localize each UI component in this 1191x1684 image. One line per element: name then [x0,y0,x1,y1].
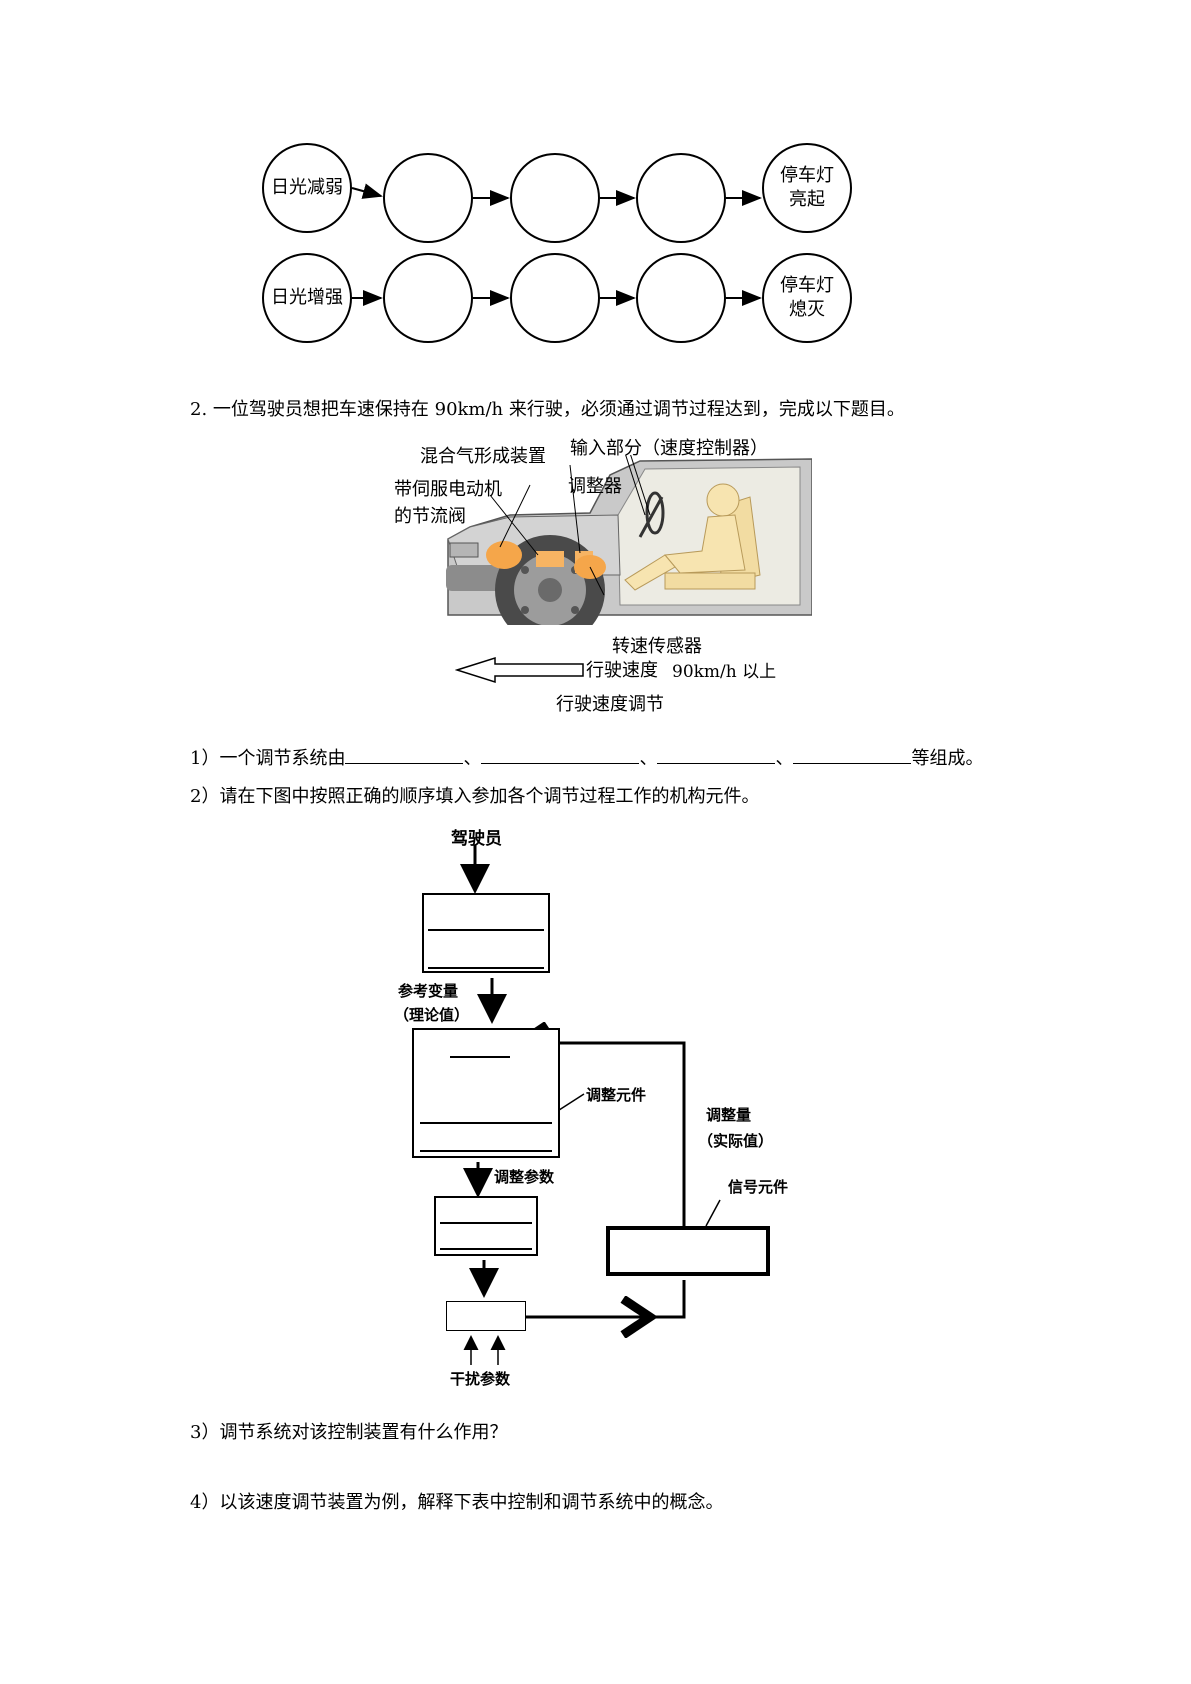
chain2-node-blank-2[interactable] [510,253,600,343]
label-adjust-qty-2: （实际值） [698,1132,774,1150]
label-disturb: 干扰参数 [450,1370,511,1388]
label-speed-value: 90km/h 以上 [672,662,777,682]
diagram-box-1 [422,893,550,973]
mixer-component [536,551,564,567]
answer-blank-3[interactable] [657,747,776,764]
chain1-node-start: 日光减弱 [262,143,352,233]
label-adjust-element: 调整元件 [586,1086,647,1104]
car-illustration [446,455,812,625]
diagram-box-3 [434,1196,538,1256]
driver-head [706,483,740,517]
chain1-node-blank-3[interactable] [636,153,726,243]
chain1-node-end: 停车灯 亮起 [762,143,852,233]
label-signal-element: 信号元件 [728,1178,789,1196]
chain2-node-start: 日光增强 [262,253,352,343]
box2-blank-top[interactable] [450,1056,510,1058]
label-sensor: 转速传感器 [612,636,702,657]
chain1-node-blank-2[interactable] [510,153,600,243]
chain1-arrow-1 [351,183,383,199]
chain-arrows [351,183,762,306]
subquestion-2: 2）请在下图中按照正确的顺序填入参加各个调节过程工作的机构元件。 [190,786,760,807]
label-ref-1: 参考变量 [398,982,459,1000]
car-headlight [449,542,479,558]
box3-blank-2[interactable] [440,1248,532,1250]
box2-blank-1[interactable] [420,1122,552,1124]
label-input: 输入部分（速度控制器） [570,438,768,459]
label-mixer: 混合气形成装置 [420,446,546,467]
chain2-node-blank-3[interactable] [636,253,726,343]
box1-blank-1[interactable] [428,929,544,931]
arrow-box4-to-signal [524,1280,686,1319]
answer-blank-1[interactable] [345,747,464,764]
label-adjust-qty-1: 调整量 [706,1106,752,1124]
label-regulator: 调整器 [568,476,622,497]
box1-blank-2[interactable] [428,967,544,969]
signal-element-box[interactable] [606,1226,770,1276]
driver-body [664,514,746,574]
diagram-box-4[interactable] [446,1301,526,1331]
chain1-node-blank-1[interactable] [383,153,473,243]
question-2-text: 2. 一位驾驶员想把车速保持在 90km/h 来行驶，必须通过调节过程达到，完成… [190,399,905,420]
chain2-node-blank-1[interactable] [383,253,473,343]
box3-blank-1[interactable] [440,1222,532,1224]
answer-blank-4[interactable] [793,747,912,764]
answer-blank-2[interactable] [481,747,640,764]
diagram-box-2 [412,1028,560,1158]
chain2-node-end: 停车灯 熄灭 [762,253,852,343]
label-servo-1: 带伺服电动机 [394,479,502,500]
leader-adjust-element [555,1093,585,1113]
steering-column [638,496,664,538]
label-servo-2: 的节流阀 [394,506,466,527]
label-speed: 行驶速度 [586,660,658,681]
diagram-driver-label: 驾驶员 [451,829,502,849]
subquestion-3: 3）调节系统对该控制装置有什么作用？ [190,1422,508,1443]
subquestion-1: 1）一个调节系统由、、、等组成。 [190,747,984,769]
label-ref-2: （理论值） [394,1006,470,1024]
label-speed-regulation: 行驶速度调节 [556,694,664,715]
speed-direction-arrow [455,656,584,684]
subquestion-4: 4）以该速度调节装置为例，解释下表中控制和调节系统中的概念。 [190,1492,724,1513]
box2-blank-2[interactable] [420,1150,552,1152]
label-adjust-param: 调整参数 [494,1168,555,1186]
throttle-component [486,541,522,569]
leader-signal-element [705,1199,721,1227]
